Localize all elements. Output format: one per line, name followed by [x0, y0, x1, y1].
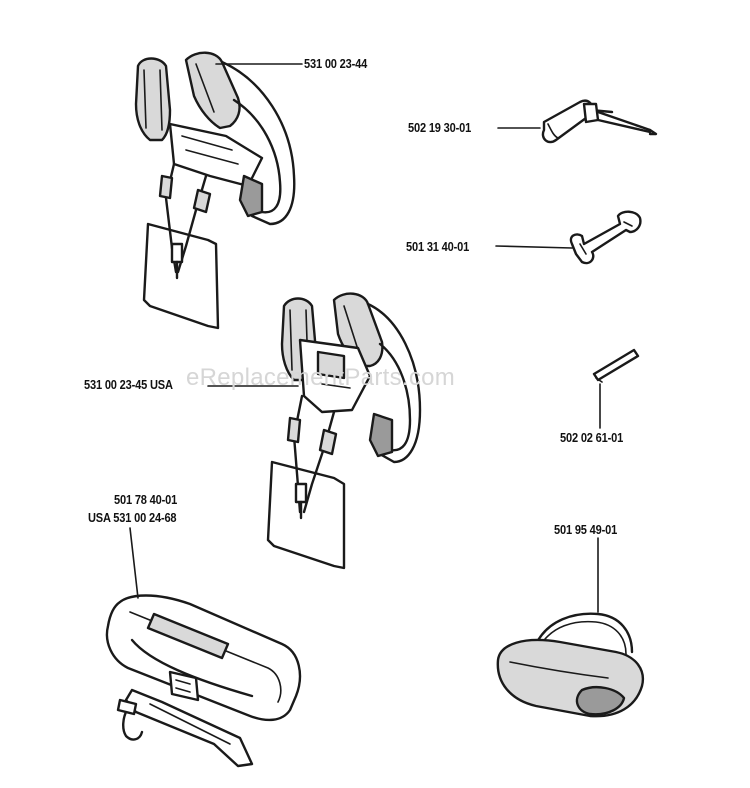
part-number-label: 531 00 23-44	[304, 56, 368, 71]
part-number-label: 501 78 40-01	[114, 492, 178, 507]
part-number-label: USA 531 00 24-68	[88, 510, 177, 525]
part-number-label: 531 00 23-45 USA	[84, 377, 173, 392]
leader-lines	[129, 63, 601, 613]
part-number-label: 501 95 49-01	[554, 522, 618, 537]
ear-protector-icon	[496, 612, 645, 718]
pin-icon	[592, 348, 640, 383]
watermark: eReplacementParts.com	[186, 364, 456, 391]
shoulder-harness-icon	[266, 292, 422, 570]
leader-line	[129, 527, 139, 599]
part-number-label: 502 02 61-01	[560, 430, 624, 445]
socket-wrench-icon	[541, 99, 658, 144]
hip-belt-icon	[105, 594, 302, 768]
leader-line	[495, 245, 573, 249]
part-number-label: 501 31 40-01	[406, 239, 470, 254]
open-end-wrench-icon	[569, 210, 642, 265]
part-number-label: 502 19 30-01	[408, 120, 472, 135]
shoulder-harness-icon	[134, 51, 296, 330]
